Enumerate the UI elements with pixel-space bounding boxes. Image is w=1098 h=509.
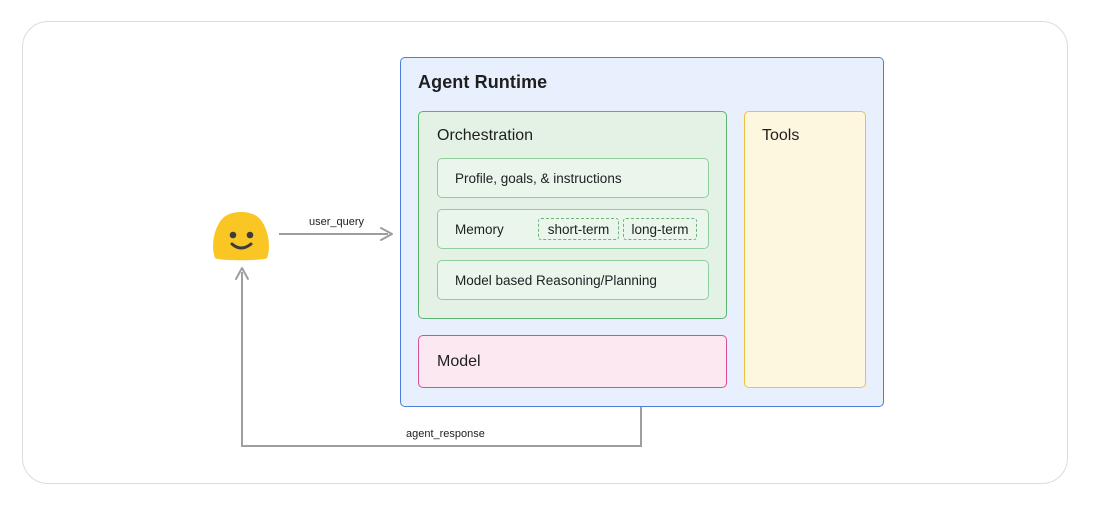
- tools-box: [744, 111, 866, 388]
- short-term-memory-chip: short-term: [538, 218, 619, 240]
- agent-runtime-title: Agent Runtime: [418, 72, 548, 92]
- long-term-memory-chip: long-term: [623, 218, 697, 240]
- smiley-face-icon: [213, 212, 269, 261]
- memory-label: Memory: [455, 221, 504, 237]
- reasoning-planning-label: Model based Reasoning/Planning: [455, 272, 657, 288]
- model-box: Model: [418, 335, 727, 388]
- agent-response-arrowhead: [235, 267, 249, 280]
- agent-response-arrow: [241, 272, 642, 447]
- profile-goals-label: Profile, goals, & instructions: [455, 170, 622, 186]
- user-query-arrowhead: [380, 227, 393, 241]
- user-query-label: user_query: [309, 216, 365, 228]
- agent-response-label: agent_response: [406, 428, 485, 440]
- orchestration-title: Orchestration: [437, 127, 534, 144]
- profile-goals-item: Profile, goals, & instructions: [437, 158, 709, 198]
- tools-title: Tools: [762, 127, 800, 144]
- model-label: Model: [437, 352, 481, 370]
- reasoning-planning-item: Model based Reasoning/Planning: [437, 260, 709, 300]
